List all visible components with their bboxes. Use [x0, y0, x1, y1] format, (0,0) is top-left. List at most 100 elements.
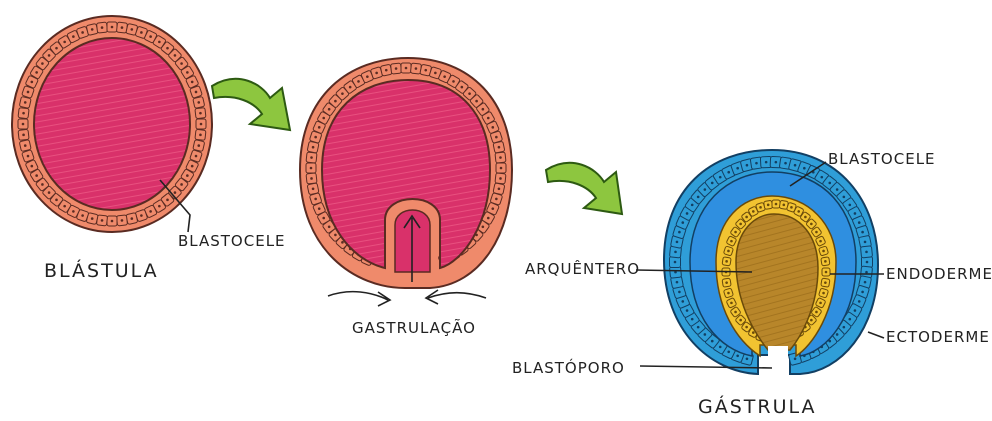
gastrula-stage: BLASTOCELE ARQUÊNTERO ENDODERME ECTODERM… — [512, 150, 992, 418]
cell-nucleus — [810, 223, 813, 226]
cell-nucleus — [22, 134, 25, 137]
cell-nucleus — [310, 156, 313, 159]
cell-nucleus — [499, 156, 502, 159]
cell-nucleus — [828, 182, 831, 185]
cell-nucleus — [63, 205, 66, 208]
cell-nucleus — [681, 300, 684, 303]
cell-nucleus — [803, 167, 806, 170]
cell-nucleus — [727, 350, 730, 353]
cell-nucleus — [461, 86, 464, 89]
ectoderme-label: ECTODERME — [886, 328, 990, 346]
cell-nucleus — [191, 81, 194, 84]
cell-nucleus — [836, 188, 839, 191]
cell-nucleus — [101, 219, 104, 222]
cell-nucleus — [861, 291, 864, 294]
cell-nucleus — [415, 67, 418, 70]
gastrula-blastocele-label: BLASTOCELE — [828, 150, 936, 168]
cell-nucleus — [711, 340, 714, 343]
cell-nucleus — [822, 250, 825, 253]
cell-nucleus — [63, 41, 66, 44]
cell-nucleus — [861, 231, 864, 234]
blastoporo-label: BLASTÓPORO — [512, 358, 625, 377]
cell-nucleus — [674, 251, 677, 254]
cell-nucleus — [41, 183, 44, 186]
cell-nucleus — [697, 326, 700, 329]
cell-nucleus — [678, 231, 681, 234]
cell-nucleus — [865, 251, 868, 254]
cell-nucleus — [322, 117, 325, 120]
gastrulation-stage: GASTRULAÇÃO — [300, 58, 512, 337]
cell-nucleus — [55, 47, 58, 50]
progression-arrow-2-icon — [546, 163, 622, 214]
cell-nucleus — [824, 260, 827, 263]
progression-arrow-1-icon — [212, 79, 290, 130]
cell-nucleus — [736, 354, 739, 357]
cell-nucleus — [797, 210, 800, 213]
cell-nucleus — [24, 101, 27, 104]
cell-nucleus — [719, 176, 722, 179]
blastula-blastocele-label: BLASTOCELE — [178, 232, 286, 250]
cell-nucleus — [836, 333, 839, 336]
cell-nucleus — [312, 146, 315, 149]
cell-nucleus — [711, 182, 714, 185]
cell-nucleus — [366, 75, 369, 78]
cell-nucleus — [195, 91, 198, 94]
cell-nucleus — [820, 176, 823, 179]
cell-nucleus — [704, 333, 707, 336]
arquentero-label: ARQUÊNTERO — [525, 259, 640, 278]
cell-nucleus — [866, 261, 869, 264]
cell-nucleus — [739, 223, 742, 226]
ectoderme-leader — [868, 332, 884, 338]
cell-nucleus — [864, 241, 867, 244]
cell-nucleus — [81, 31, 84, 34]
cell-nucleus — [819, 302, 822, 305]
cell-nucleus — [131, 28, 134, 31]
cell-nucleus — [746, 358, 749, 361]
cell-nucleus — [727, 250, 730, 253]
right-push-arrow-icon — [426, 290, 486, 304]
cell-nucleus — [174, 54, 177, 57]
cell-nucleus — [765, 161, 768, 164]
cell-nucleus — [686, 309, 689, 312]
cell-nucleus — [140, 214, 143, 217]
cell-nucleus — [848, 204, 851, 207]
cell-nucleus — [31, 81, 34, 84]
cell-nucleus — [310, 177, 313, 180]
cell-nucleus — [734, 231, 737, 234]
cell-nucleus — [676, 281, 679, 284]
cell-nucleus — [357, 80, 360, 83]
cell-nucleus — [752, 210, 755, 213]
cell-nucleus — [775, 203, 778, 206]
cell-nucleus — [166, 199, 169, 202]
cell-nucleus — [487, 217, 490, 220]
cell-nucleus — [174, 191, 177, 194]
cell-nucleus — [697, 196, 700, 199]
cell-nucleus — [452, 80, 455, 83]
cell-nucleus — [736, 167, 739, 170]
cell-nucleus — [854, 309, 857, 312]
cell-nucleus — [149, 210, 152, 213]
cell-nucleus — [41, 62, 44, 65]
cell-nucleus — [312, 187, 315, 190]
cell-nucleus — [475, 100, 478, 103]
cell-nucleus — [759, 206, 762, 209]
cell-nucleus — [197, 101, 200, 104]
endoderme-label: ENDODERME — [886, 265, 992, 283]
cell-nucleus — [719, 346, 722, 349]
cell-nucleus — [91, 217, 94, 220]
cell-nucleus — [310, 167, 313, 170]
cell-nucleus — [334, 100, 337, 103]
cell-nucleus — [186, 174, 189, 177]
blastula-label: BLÁSTULA — [44, 259, 159, 282]
cell-nucleus — [848, 318, 851, 321]
cell-nucleus — [704, 188, 707, 191]
blastopore-opening — [768, 346, 788, 360]
cell-nucleus — [443, 75, 446, 78]
cell-nucleus — [111, 220, 114, 223]
cell-nucleus — [395, 67, 398, 70]
cell-nucleus — [31, 165, 34, 168]
cell-nucleus — [111, 26, 114, 29]
cell-nucleus — [499, 177, 502, 180]
cell-nucleus — [730, 240, 733, 243]
